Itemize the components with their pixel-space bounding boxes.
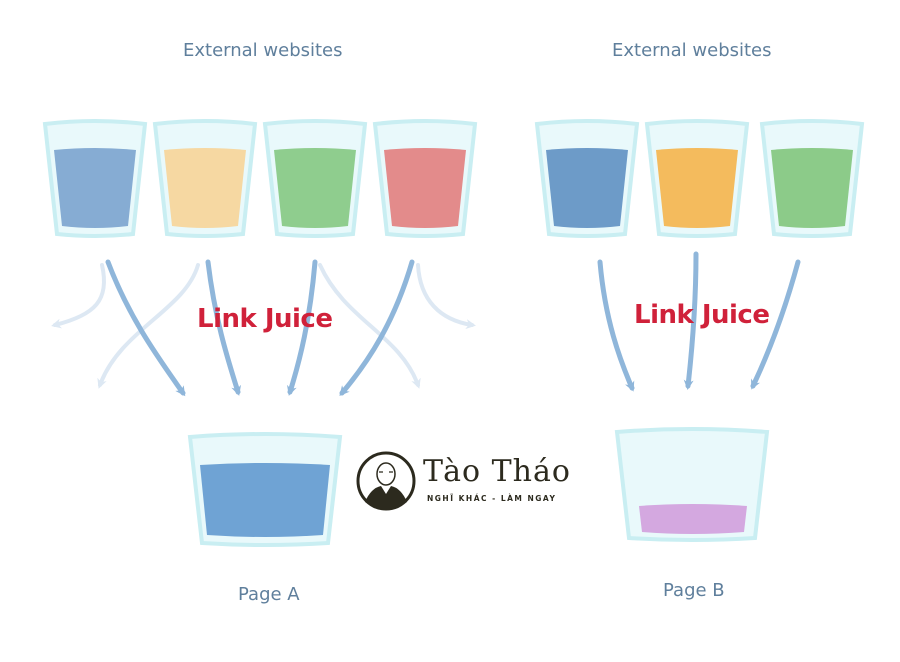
page-a-label: Page A (238, 584, 300, 605)
glass-green (262, 119, 368, 238)
portrait-icon (356, 451, 416, 511)
arrow (205, 259, 241, 396)
arrow (750, 259, 801, 390)
arrow (339, 259, 415, 397)
arrow (683, 251, 699, 390)
faded-arrow (97, 263, 200, 389)
arrow (597, 259, 635, 392)
page-a-glass (187, 432, 343, 547)
glass-blue-right (534, 119, 640, 238)
glass-green-right (759, 119, 865, 238)
glass-yellow (152, 119, 258, 238)
left-heading: External websites (183, 40, 343, 61)
faded-arrow (51, 263, 107, 329)
right-arrows (597, 251, 801, 392)
faded-arrow (318, 263, 421, 389)
faded-arrow (416, 263, 476, 330)
left-arrows (105, 259, 415, 397)
glass-red (372, 119, 478, 238)
right-heading: External websites (612, 40, 772, 61)
glass-orange (644, 119, 750, 238)
watermark-title: Tào Tháo (423, 454, 571, 489)
arrow (105, 259, 186, 397)
left-link-juice-label: Link Juice (197, 304, 333, 334)
arrow (287, 259, 318, 396)
page-b-label: Page B (663, 580, 725, 601)
watermark-logo: Tào Tháo NGHĨ KHÁC - LÀM NGAY (355, 450, 570, 514)
page-b-glass (614, 427, 770, 542)
right-link-juice-label: Link Juice (634, 300, 770, 330)
faded-arrows (51, 263, 476, 389)
watermark-tagline: NGHĨ KHÁC - LÀM NGAY (427, 494, 557, 503)
glass-blue (42, 119, 148, 238)
